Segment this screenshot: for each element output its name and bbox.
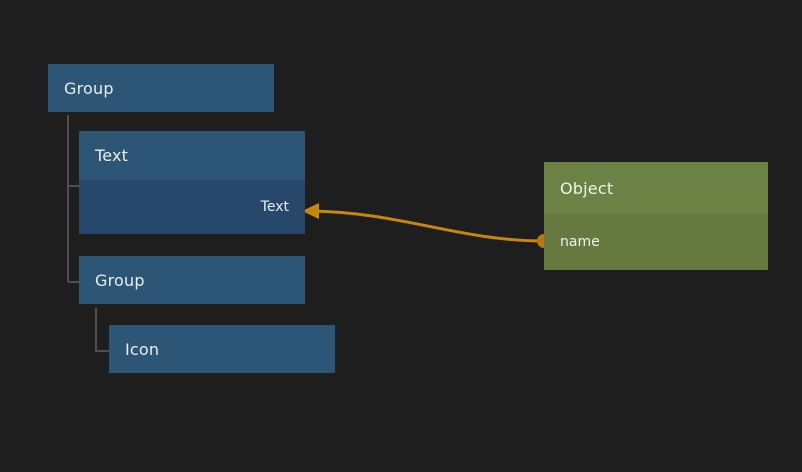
node-icon[interactable]: Icon (109, 325, 335, 373)
edge-name-to-text[interactable] (308, 209, 546, 243)
node-text[interactable]: Text Text (79, 131, 305, 234)
node-row-label: Text (260, 198, 289, 215)
node-title: Icon (109, 325, 335, 373)
tree-branch-icon (95, 308, 110, 352)
node-group-root[interactable]: Group (48, 64, 274, 112)
node-row-text[interactable]: Text (79, 179, 305, 234)
node-title: Object (544, 162, 768, 214)
node-title: Group (79, 256, 305, 304)
node-row-label: name (560, 234, 600, 250)
node-title: Text (79, 131, 305, 179)
node-row-name[interactable]: name (544, 214, 768, 270)
node-object[interactable]: Object name (544, 162, 768, 270)
node-title: Group (48, 64, 274, 112)
node-group-child[interactable]: Group (79, 256, 305, 304)
